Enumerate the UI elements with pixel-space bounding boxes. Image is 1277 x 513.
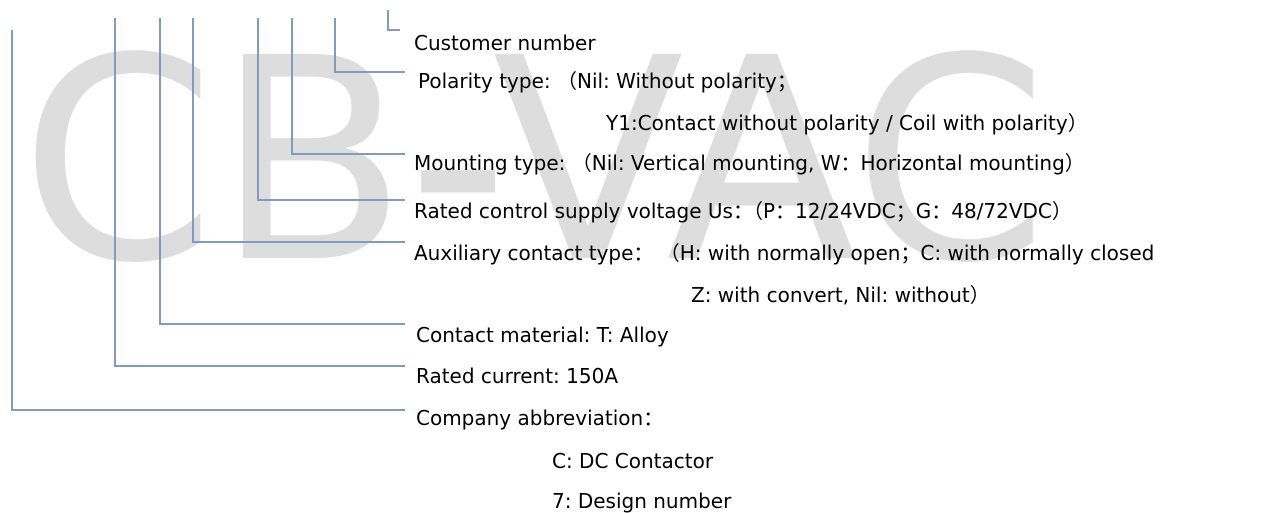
label-rated-voltage: Rated control supply voltage Us：（P：12/24… [414, 199, 1072, 223]
leader-company-abbreviation [11, 30, 405, 411]
leader-rated-voltage [257, 18, 405, 201]
label-contact-material: Contact material: T: Alloy [416, 323, 669, 347]
leader-aux-contact [192, 18, 405, 243]
label-customer-number: Customer number [414, 31, 596, 55]
watermark: CB-VAC [20, 0, 1048, 325]
label-rated-current: Rated current: 150A [416, 364, 619, 388]
leader-rated-current [114, 18, 405, 367]
leader-mounting-type [291, 18, 405, 155]
leader-polarity-type [334, 18, 405, 73]
label-polarity-type-cont: Y1:Contact without polarity / Coil with … [606, 111, 1088, 135]
label-polarity-type: Polarity type: （Nil: Without polarity； [418, 69, 797, 93]
label-company-7: 7: Design number [552, 489, 732, 513]
leader-contact-material [159, 18, 405, 325]
leader-customer-number [387, 10, 400, 31]
label-aux-contact-cont: Z: with convert, Nil: without） [691, 283, 990, 307]
label-mounting-type: Mounting type: （Nil: Vertical mounting, … [414, 151, 1085, 175]
label-aux-contact: Auxiliary contact type： （H: with normall… [414, 241, 1155, 265]
watermark-text: CB-VAC [20, 0, 1048, 325]
label-company-c: C: DC Contactor [552, 449, 714, 473]
label-company-abbreviation: Company abbreviation： [416, 406, 664, 430]
